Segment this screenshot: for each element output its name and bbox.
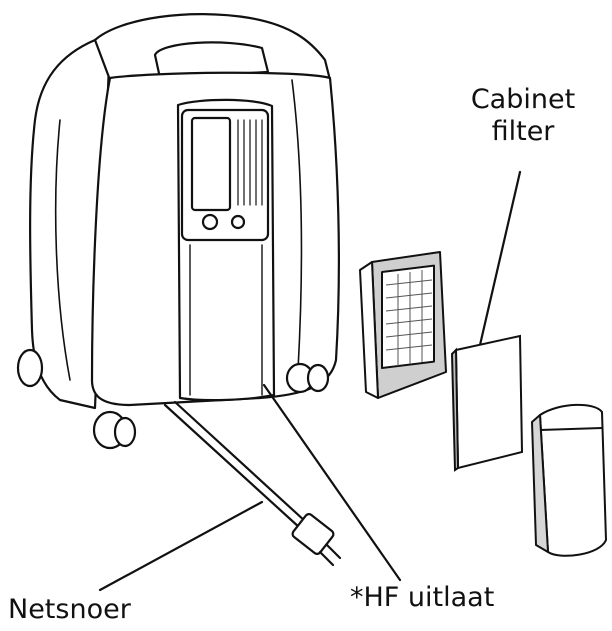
power-cord: [163, 400, 342, 567]
power-cord-label: Netsnoer: [8, 594, 131, 625]
cabinet-filter-label: Cabinet filter: [458, 84, 588, 148]
leader-cabinet-filter: [478, 170, 522, 347]
unit-side-shell: [29, 38, 112, 410]
leader-hf-outlet: [262, 383, 402, 582]
concentrator-unit: [16, 13, 340, 450]
leader-power-cord: [98, 500, 264, 592]
cabinet-filter-sheet: [450, 334, 524, 472]
hf-outlet-label: *HF uitlaat: [350, 582, 495, 613]
cabinet-filter-label-line1: Cabinet: [470, 84, 576, 115]
power-plug: [291, 513, 342, 567]
leader-lines: [98, 170, 522, 592]
wheels: [16, 348, 330, 450]
filter-cover: [531, 403, 607, 557]
filter-frame: [359, 251, 447, 399]
cabinet-filter-label-line2: filter: [491, 116, 555, 147]
filter-mesh: [385, 270, 433, 366]
vent-slots: [237, 119, 263, 206]
handle-grip: [153, 41, 270, 80]
